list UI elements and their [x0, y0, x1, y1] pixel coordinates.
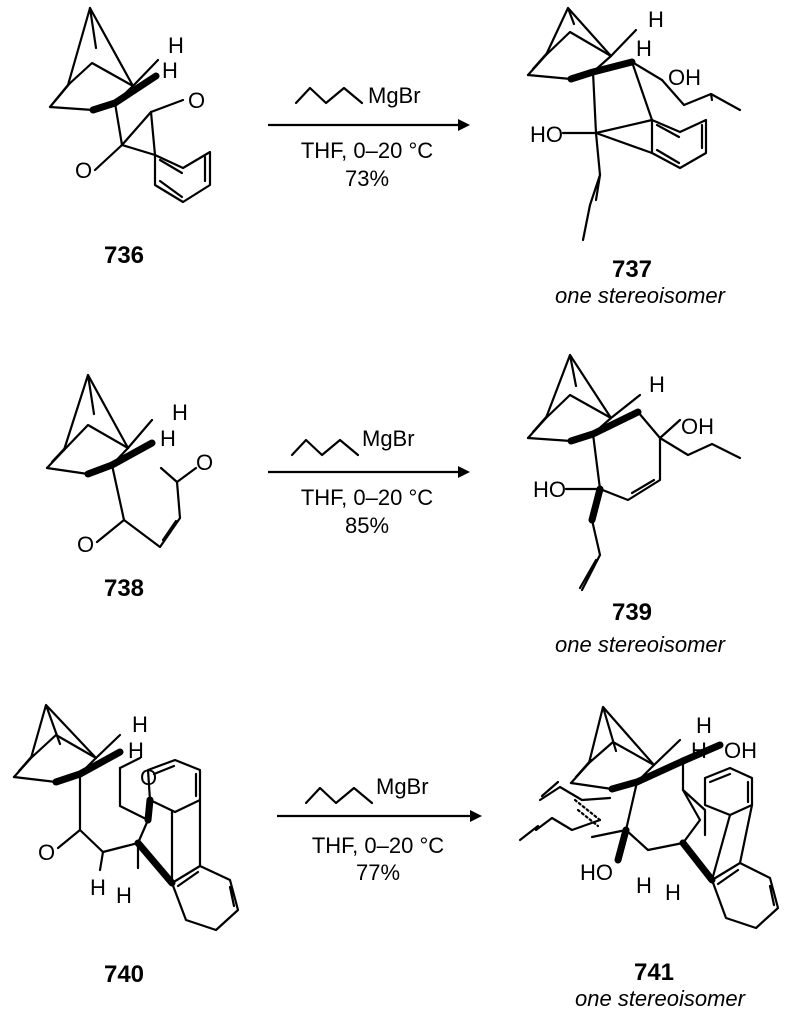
carbonyl-bonds — [95, 466, 198, 544]
hydrogen-label: H — [116, 883, 132, 908]
upper-benzo — [703, 766, 754, 817]
yield-label: 77% — [356, 860, 400, 885]
arrow-head — [458, 119, 470, 131]
hydrogen-label: H — [696, 713, 712, 738]
norbornene-core — [48, 6, 160, 114]
compound-number: 738 — [104, 575, 144, 602]
hydroxyl-label: HO — [580, 860, 613, 885]
allyl-group — [304, 786, 374, 805]
allyl-group — [290, 438, 360, 457]
allyl-group — [294, 86, 364, 105]
hydroxyl-label: HO — [533, 477, 566, 502]
oxygen-label: O — [38, 840, 55, 865]
reagent-label: MgBr — [368, 83, 421, 108]
wedge-bond — [614, 741, 724, 884]
reaction-arrow-3: MgBr THF, 0–20 °C 77% — [277, 774, 482, 885]
reaction-arrow-1: MgBr THF, 0–20 °C 73% — [268, 83, 470, 191]
dione-chain — [113, 98, 185, 147]
ring-bond — [120, 143, 157, 157]
allyl-chain-2 — [538, 780, 612, 802]
conditions-label: THF, 0–20 °C — [301, 485, 433, 510]
reagent-label: MgBr — [376, 774, 429, 799]
compound-number: 737 — [612, 256, 652, 283]
allyl-chain-1 — [518, 816, 602, 842]
oxygen-label: O — [75, 158, 92, 183]
conditions-label: THF, 0–20 °C — [312, 833, 444, 858]
hashed-bond — [573, 798, 602, 828]
hydrogen-label: H — [665, 880, 681, 905]
arrow-head — [458, 466, 470, 478]
bridge-bonds — [710, 803, 754, 882]
lower-benzo — [170, 864, 240, 932]
oxygen-label: O — [188, 88, 205, 113]
hydrogen-label: H — [636, 873, 652, 898]
compound-740: H H O O H H 740 — [12, 703, 240, 988]
hydrogen-label: H — [128, 738, 144, 763]
hydrogen-label: H — [162, 58, 178, 83]
yield-label: 85% — [345, 513, 389, 538]
benzo-ring — [650, 118, 708, 170]
compound-number: 736 — [104, 242, 144, 269]
hydrogen-label: H — [160, 426, 176, 451]
hydroxyl-label: OH — [681, 414, 714, 439]
hydrogen-label: H — [636, 36, 652, 61]
yield-label: 73% — [345, 166, 389, 191]
compound-741: H H OH HO H H 741 one stereoisomer — [518, 705, 780, 1011]
oxygen-label: O — [196, 450, 213, 475]
enedione-ring — [110, 463, 182, 549]
hydroxyl-label: OH — [668, 65, 701, 90]
bridge-bonds — [170, 798, 202, 885]
hydrogen-label: H — [90, 875, 106, 900]
compound-736: H H O O 736 — [48, 6, 212, 269]
norbornene-core — [526, 6, 638, 83]
reagent-label: MgBr — [362, 426, 415, 451]
cage-ring — [78, 766, 150, 854]
side-chains — [561, 78, 742, 177]
wedge-bond — [111, 72, 160, 107]
conditions-label: THF, 0–20 °C — [301, 138, 433, 163]
compound-737: H H OH HO 737 one stereoisomer — [526, 6, 742, 308]
carbonyl-bonds — [93, 110, 157, 172]
compound-number: 741 — [634, 959, 674, 986]
wedge-bond — [134, 796, 176, 887]
diol-ring — [591, 410, 662, 502]
stereo-note: one stereoisomer — [555, 283, 727, 308]
wedge-bond — [588, 485, 604, 524]
oxygen-label: O — [77, 532, 94, 557]
hydroxyl-label: HO — [530, 122, 563, 147]
reaction-arrow-2: MgBr THF, 0–20 °C 85% — [268, 426, 470, 538]
hydrogen-label: H — [649, 372, 665, 397]
lower-benzo — [710, 861, 780, 930]
hydrogen-label: H — [172, 400, 188, 425]
norbornene-core — [526, 353, 642, 445]
benzo-ring — [153, 150, 212, 204]
stereo-note: one stereoisomer — [555, 632, 727, 657]
carbonyl-bonds — [56, 756, 142, 872]
allyl-chain — [581, 173, 602, 242]
norbornene-core — [45, 373, 156, 478]
arrow-head — [470, 810, 482, 822]
norbornene-core — [12, 703, 124, 786]
hydrogen-label: H — [168, 33, 184, 58]
oxygen-label: O — [140, 765, 157, 790]
compound-738: H H O O 738 — [45, 373, 213, 602]
hydroxyl-label: OH — [724, 738, 757, 763]
allyl-chain — [578, 518, 602, 592]
hydrogen-label: H — [648, 7, 664, 32]
side-chains — [564, 418, 742, 495]
inner-bonds — [590, 788, 707, 839]
hydrogen-label: H — [691, 738, 707, 763]
compound-739: H OH HO 739 one stereoisomer — [526, 353, 742, 657]
stereo-note: one stereoisomer — [575, 986, 747, 1011]
norbornene-core — [569, 705, 687, 793]
hydrogen-label: H — [132, 712, 148, 737]
cage-ring — [624, 759, 702, 852]
ring-bond — [594, 131, 654, 155]
compound-number: 739 — [612, 599, 652, 626]
compound-number: 740 — [104, 961, 144, 988]
